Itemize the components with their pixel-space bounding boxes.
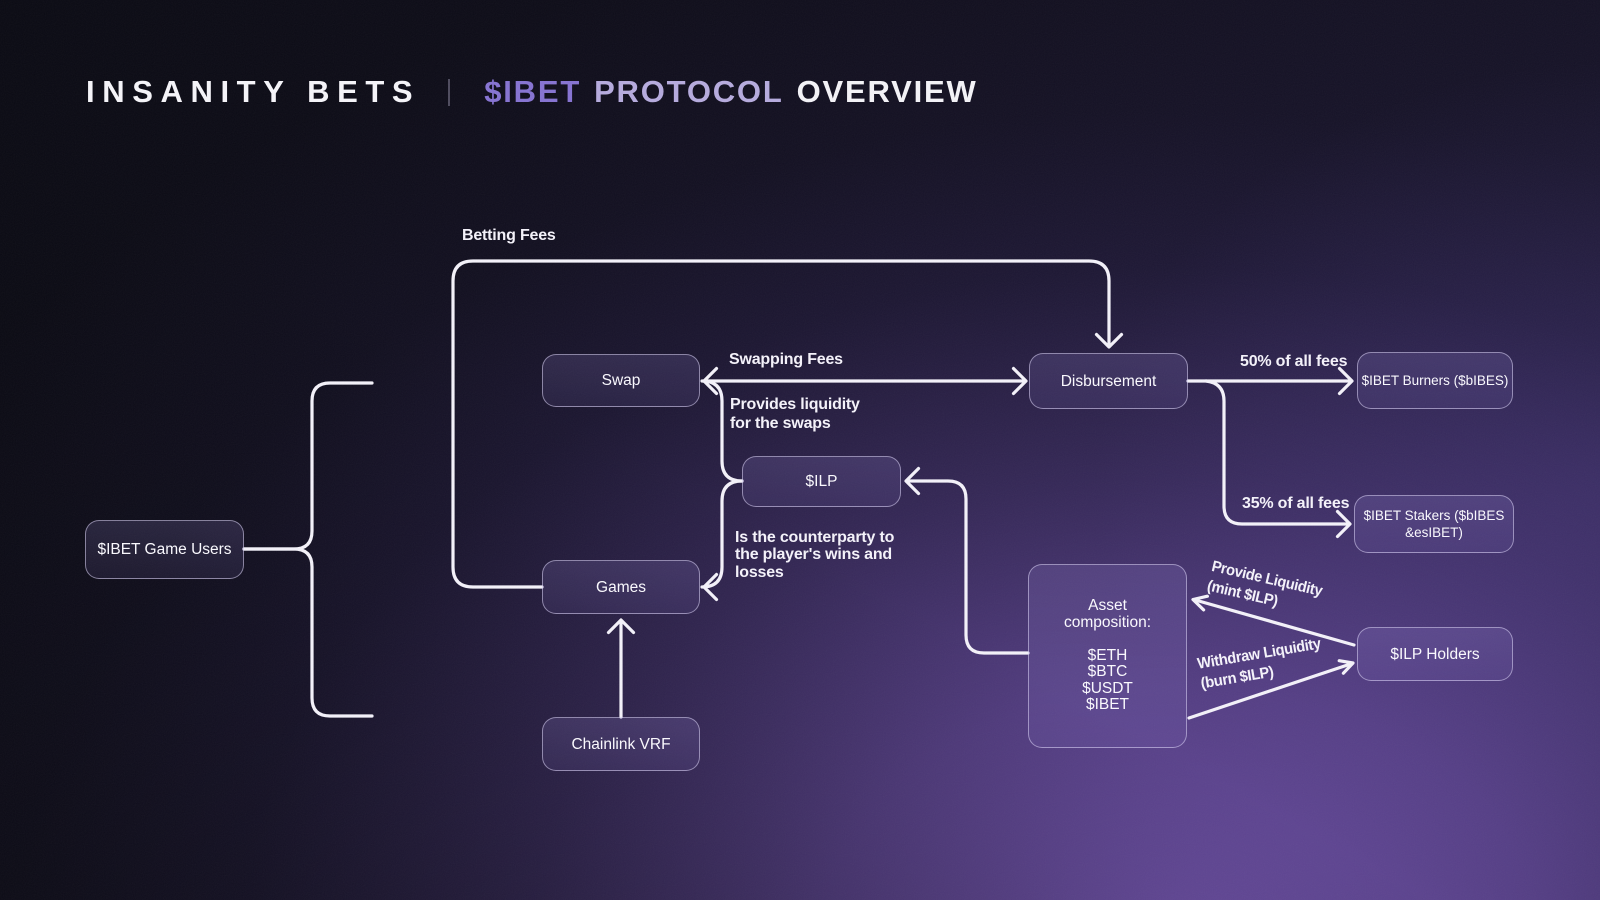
label-fees-50: 50% of all fees (1240, 353, 1348, 370)
node-disbursement: Disbursement (1029, 353, 1188, 409)
label-counterparty: Is the counterparty to the player's wins… (735, 529, 895, 581)
node-asset-composition: Asset composition: $ETH $BTC $USDT $IBET (1028, 564, 1187, 748)
label-fees-35: 35% of all fees (1242, 495, 1350, 512)
label-swapping-fees: Swapping Fees (729, 351, 843, 368)
edge-users-brace-top (242, 381, 374, 551)
node-ilp: $ILP (742, 456, 901, 507)
node-ilp-holders: $ILP Holders (1357, 627, 1513, 681)
node-ibet-stakers: $IBET Stakers ($bIBES &esIBET) (1354, 495, 1514, 553)
edge-asset-to-ilp (905, 479, 1030, 655)
edge-users-brace-bottom (242, 547, 374, 718)
node-swap: Swap (542, 354, 700, 407)
label-provides-liquidity: Provides liquidity for the swaps (730, 396, 860, 432)
label-betting-fees: Betting Fees (462, 227, 556, 244)
node-ibet-game-users: $IBET Game Users (85, 520, 244, 579)
node-games: Games (542, 560, 700, 614)
node-ibet-burners: $IBET Burners ($bIBES) (1357, 352, 1513, 409)
node-chainlink-vrf: Chainlink VRF (542, 717, 700, 771)
